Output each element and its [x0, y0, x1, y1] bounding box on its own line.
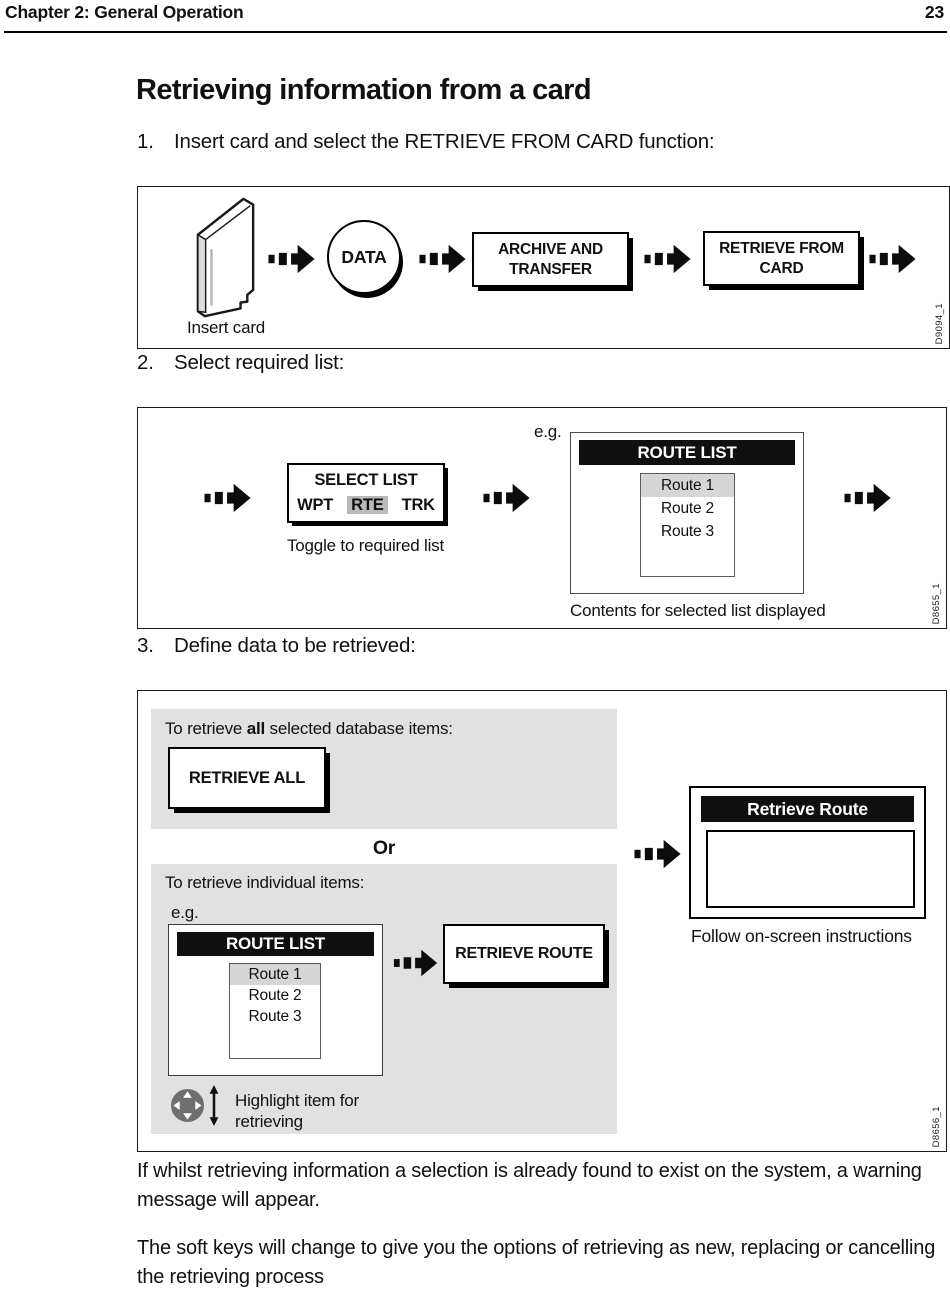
- warning-paragraph: If whilst retrieving information a selec…: [137, 1160, 922, 1211]
- archive-transfer-line1: ARCHIVE AND: [498, 241, 603, 259]
- figure-select-list: SELECT LIST WPT RTE TRK Toggle to required…: [137, 407, 947, 629]
- list-item-selected: Route 1: [641, 474, 734, 497]
- follow-caption: Follow on-screen instructions: [691, 926, 912, 946]
- retrieve-from-card-button: RETRIEVE FROM CARD: [703, 231, 860, 286]
- figure-insert-card: Insert card DATA ARCHIVE AND TRANSFER RE…: [137, 186, 950, 349]
- insert-card-caption: Insert card: [186, 318, 266, 337]
- retrieve-all-heading: To retrieve all selected database items:: [165, 718, 605, 739]
- retrieve-route-content-area: [706, 830, 915, 908]
- page-number: 23: [924, 2, 944, 22]
- retrieve-from-card-line1: RETRIEVE FROM: [719, 240, 844, 258]
- retrieve-route-button: RETRIEVE ROUTE: [443, 924, 605, 984]
- flow-arrow-icon: [393, 949, 438, 977]
- step-2-number: 2.: [137, 351, 154, 374]
- select-list-title: SELECT LIST: [314, 471, 418, 490]
- flow-arrow-icon: [268, 244, 315, 274]
- step-3-text: Define data to be retrieved:: [174, 634, 416, 657]
- archive-transfer-button: ARCHIVE AND TRANSFER: [472, 232, 629, 287]
- option-trk: TRK: [401, 496, 436, 514]
- section-title: Retrieving information from a card: [136, 74, 592, 106]
- figure-id: D8655_1: [931, 582, 942, 624]
- example-label: e.g.: [534, 422, 562, 441]
- retrieve-route-label: RETRIEVE ROUTE: [455, 945, 593, 962]
- retrieve-all-panel: To retrieve all selected database items:…: [151, 709, 617, 829]
- list-item: Route 3: [661, 523, 714, 540]
- route-list-items: Route 1 Route 2 Route 3: [229, 963, 321, 1059]
- or-label: Or: [372, 837, 396, 859]
- individual-items-panel: To retrieve individual items: e.g. ROUTE…: [151, 864, 617, 1134]
- retrieve-route-title: Retrieve Route: [701, 796, 914, 822]
- retrieve-all-button: RETRIEVE ALL: [168, 747, 326, 809]
- trackpad-caption: Highlight item for retrieving: [235, 1091, 359, 1132]
- step-1-text: Insert card and select the RETRIEVE FROM…: [174, 130, 715, 153]
- heading-suffix: selected database items:: [265, 719, 453, 738]
- memory-card-icon: [196, 197, 255, 318]
- contents-caption: Contents for selected list displayed: [570, 601, 826, 620]
- step-2-text: Select required list:: [174, 351, 345, 374]
- flow-arrow-icon: [204, 483, 251, 513]
- retrieve-from-card-line2: CARD: [759, 259, 804, 277]
- select-list-options: WPT RTE TRK: [290, 493, 442, 518]
- step-1-number: 1.: [137, 130, 154, 153]
- flow-arrow-icon: [483, 483, 530, 513]
- route-list-title: ROUTE LIST: [177, 932, 374, 956]
- step-1: 1. Insert card and select the RETRIEVE F…: [137, 130, 937, 154]
- option-rte-selected: RTE: [347, 496, 388, 514]
- flow-arrow-icon: [419, 244, 466, 274]
- step-2: 2. Select required list:: [137, 351, 937, 375]
- select-list-box: SELECT LIST WPT RTE TRK: [287, 463, 445, 523]
- retrieve-route-screen: Retrieve Route: [689, 786, 926, 919]
- heading-bold-all: all: [246, 719, 266, 738]
- heading-prefix: To retrieve: [165, 719, 247, 738]
- retrieve-all-label: RETRIEVE ALL: [188, 768, 306, 787]
- up-down-arrow-icon: [209, 1085, 219, 1126]
- figure-id: D9094_1: [934, 302, 945, 344]
- route-list-screen: ROUTE LIST Route 1 Route 2 Route 3: [570, 432, 804, 594]
- step-3: 3. Define data to be retrieved:: [137, 634, 937, 658]
- flow-arrow-icon: [644, 244, 691, 274]
- flow-arrow-icon: [634, 839, 681, 869]
- route-list-screen: ROUTE LIST Route 1 Route 2 Route 3: [168, 924, 383, 1076]
- data-button: DATA: [327, 220, 401, 294]
- list-item-selected: Route 1: [230, 964, 320, 985]
- step-3-number: 3.: [137, 634, 154, 657]
- toggle-caption: Toggle to required list: [287, 536, 444, 555]
- option-wpt: WPT: [297, 496, 334, 514]
- individual-heading: To retrieve individual items:: [165, 873, 365, 892]
- route-list-items: Route 1 Route 2 Route 3: [640, 473, 735, 577]
- header-rule: [4, 31, 947, 33]
- list-item: Route 3: [248, 1008, 302, 1025]
- trackpad-icon: [170, 1088, 205, 1123]
- figure-id: D8656_1: [931, 1105, 942, 1147]
- archive-transfer-line2: TRANSFER: [509, 260, 592, 278]
- flow-arrow-icon: [844, 483, 891, 513]
- figure-define-data: To retrieve all selected database items:…: [137, 690, 947, 1152]
- flow-arrow-icon: [869, 244, 916, 274]
- list-item: Route 2: [661, 500, 714, 517]
- softkeys-paragraph: The soft keys will change to give you th…: [137, 1237, 936, 1288]
- chapter-header: Chapter 2: General Operation: [5, 2, 244, 22]
- data-button-label: DATA: [341, 246, 387, 267]
- example-label: e.g.: [171, 903, 199, 922]
- route-list-title: ROUTE LIST: [579, 440, 795, 465]
- list-item: Route 2: [248, 987, 302, 1004]
